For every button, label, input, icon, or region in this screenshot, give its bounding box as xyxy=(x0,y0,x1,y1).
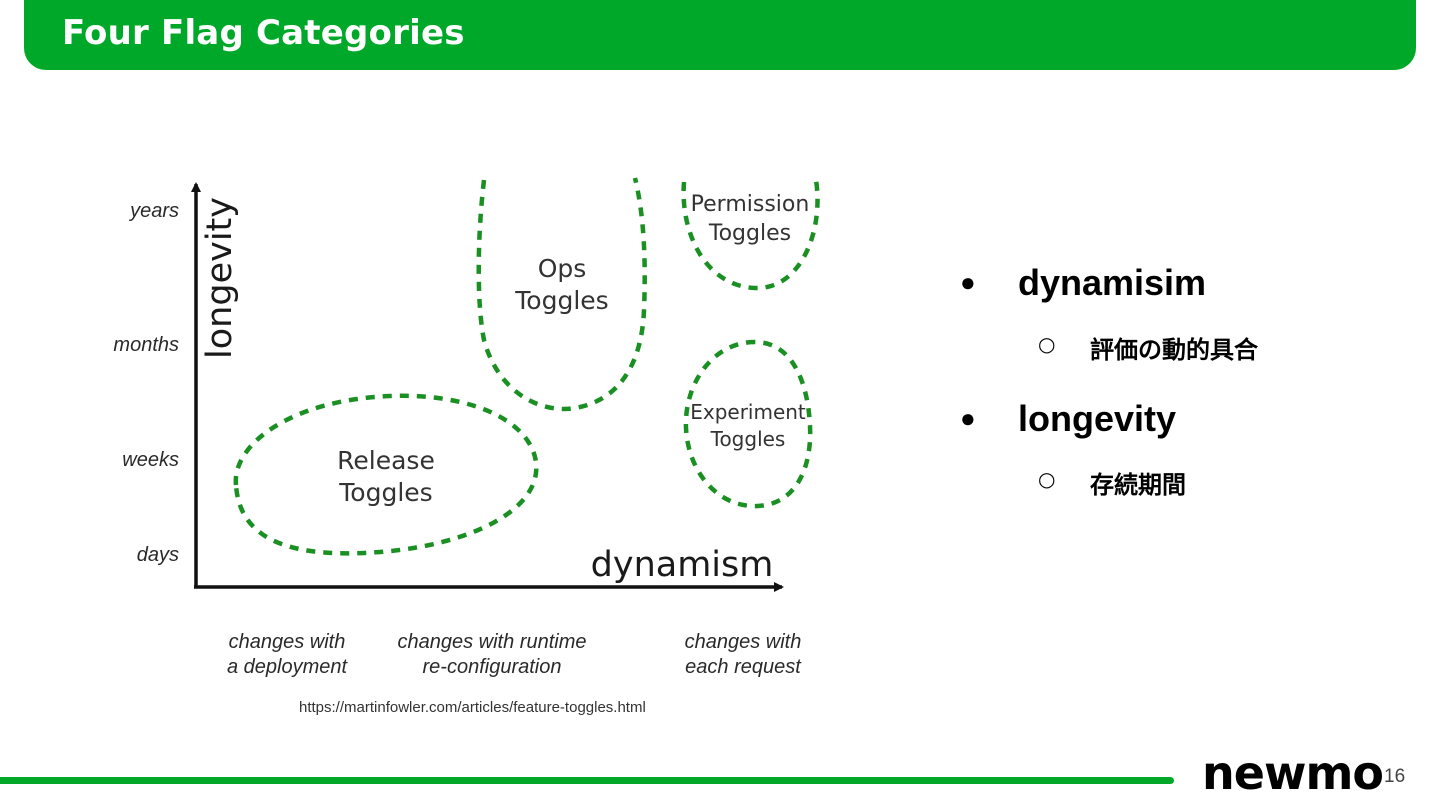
ops-label-line2: Toggles xyxy=(514,286,608,315)
bullet-label: longevity xyxy=(1018,398,1177,439)
bullet-dot-icon: ● xyxy=(960,403,976,433)
sub-bullet-label: 存続期間 xyxy=(1090,471,1186,499)
y-tick-years: years xyxy=(128,200,179,222)
y-tick-months: months xyxy=(113,334,179,356)
sub-bullet-label: 評価の動的具合 xyxy=(1090,336,1258,364)
y-tick-weeks: weeks xyxy=(122,449,179,471)
bullet-label: dynamisim xyxy=(1018,262,1207,303)
experiment-toggles-region xyxy=(683,339,813,509)
x-tick-deployment-line2: a deployment xyxy=(227,656,349,678)
x-tick-runtime-line1: changes with runtime xyxy=(398,631,587,653)
permission-label-line1: Permission xyxy=(691,192,810,217)
release-label-line2: Toggles xyxy=(338,478,432,507)
page-number: 16 xyxy=(1384,766,1406,787)
experiment-label-line2: Toggles xyxy=(710,427,786,451)
y-tick-days: days xyxy=(137,544,179,566)
permission-label-line2: Toggles xyxy=(708,221,791,246)
x-tick-deployment-line1: changes with xyxy=(229,631,346,653)
release-toggles-region xyxy=(233,393,539,556)
x-tick-request-line1: changes with xyxy=(685,631,802,653)
ops-label-line1: Ops xyxy=(538,254,587,283)
sub-bullet-circle-icon: ○ xyxy=(1038,467,1056,491)
y-axis-title: longevity xyxy=(200,197,240,359)
newmo-logo: newmo xyxy=(1202,746,1384,800)
sub-bullet-circle-icon: ○ xyxy=(1038,332,1056,356)
ops-toggles-region xyxy=(476,177,647,412)
x-tick-runtime-line2: re-configuration xyxy=(423,656,562,678)
x-axis-title: dynamism xyxy=(591,545,774,585)
x-tick-request-line2: each request xyxy=(685,656,802,678)
permission-toggles-region xyxy=(681,179,820,291)
bullet-dot-icon: ● xyxy=(960,267,976,297)
experiment-label-line1: Experiment xyxy=(690,400,806,424)
release-label-line1: Release xyxy=(337,446,435,475)
slide-title: Four Flag Categories xyxy=(62,13,465,53)
source-link[interactable]: https://martinfowler.com/articles/featur… xyxy=(299,699,646,716)
slide-header: Four Flag Categories xyxy=(24,0,1416,70)
footer-accent-bar xyxy=(0,777,1174,784)
